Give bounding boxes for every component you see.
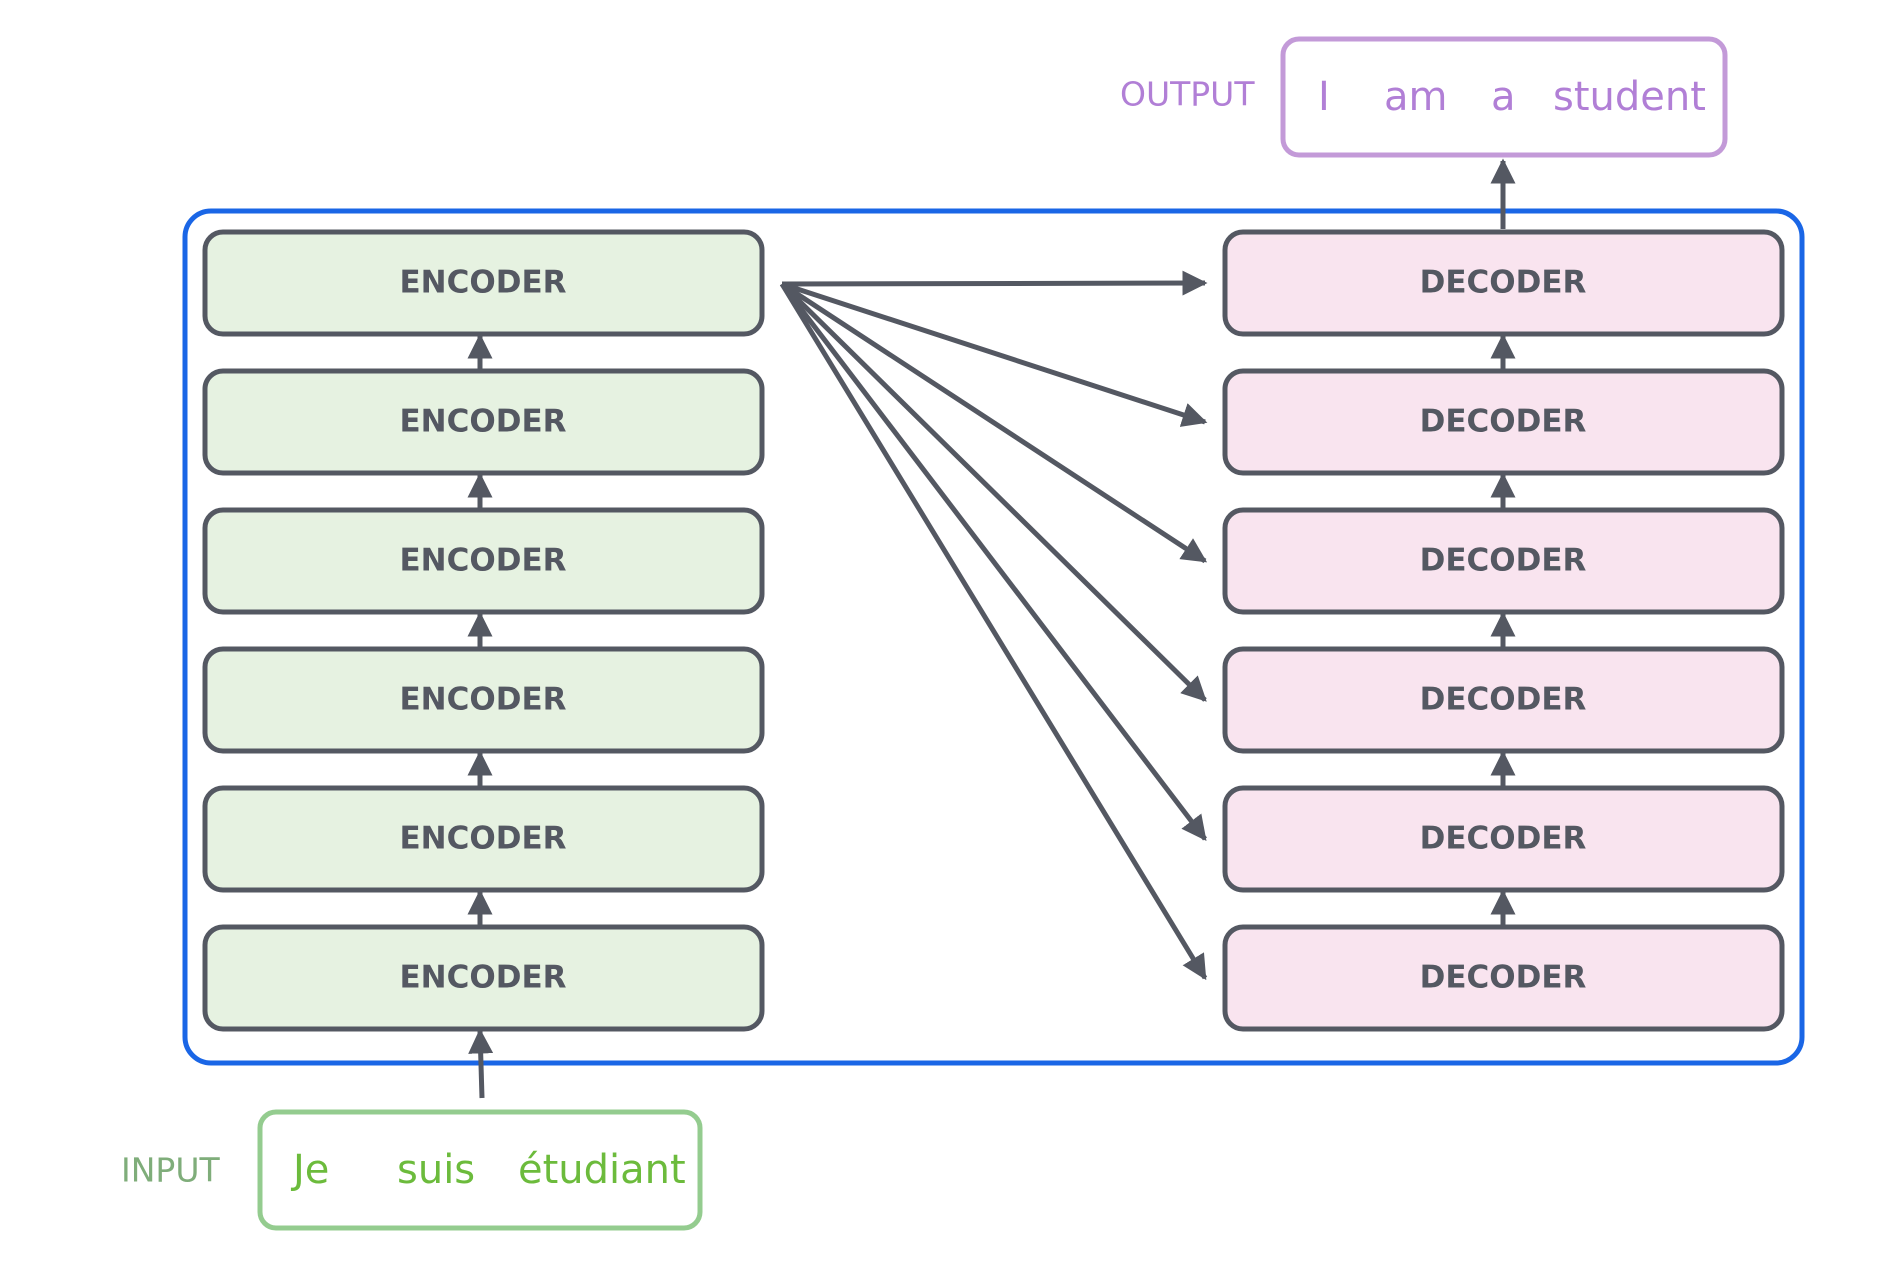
output-token: a (1491, 74, 1516, 120)
encoder-label: ENCODER (399, 543, 566, 579)
decoder-label: DECODER (1420, 543, 1587, 579)
output-token: I (1318, 74, 1330, 120)
decoder-block-4: DECODER (1222, 646, 1785, 754)
encoder-label: ENCODER (399, 960, 566, 996)
encoder-block-1: ENCODER (202, 229, 765, 337)
output-token: student (1553, 74, 1706, 120)
decoder-stack: DECODER DECODER DECODER DECODER DECODER … (1222, 229, 1785, 1032)
encoder-block-2: ENCODER (202, 368, 765, 476)
decoder-block-2: DECODER (1222, 368, 1785, 476)
output-label: OUTPUT (1120, 75, 1255, 114)
decoder-block-1: DECODER (1222, 229, 1785, 337)
decoder-box (1222, 785, 1785, 893)
input-box (257, 1109, 703, 1231)
encoder-box (202, 229, 765, 337)
decoder-label: DECODER (1420, 404, 1587, 440)
encoder-decoder-arrow (780, 281, 1208, 564)
decoder-box (1222, 924, 1785, 1032)
encoder-decoder-arrow (781, 270, 1208, 296)
input-token: étudiant (518, 1147, 686, 1193)
decoder-box (1222, 368, 1785, 476)
decoder-box (1222, 646, 1785, 754)
input-group: INPUT Je suis étudiant (121, 1109, 703, 1231)
encoder-box (202, 924, 765, 1032)
encoder-box (202, 368, 765, 476)
decoder-block-5: DECODER (1222, 785, 1785, 893)
encoder-box (202, 785, 765, 893)
encoder-decoder-arrow (781, 281, 1208, 427)
encoder-block-4: ENCODER (202, 646, 765, 754)
encoder-decoder-arrow (779, 282, 1208, 981)
encoder-block-5: ENCODER (202, 785, 765, 893)
encoder-decoder-arrow (780, 282, 1207, 702)
encoder-stack: ENCODER ENCODER ENCODER ENCODER ENCODER … (202, 229, 765, 1032)
decoder-box (1222, 229, 1785, 337)
encoder-label: ENCODER (399, 404, 566, 440)
input-label: INPUT (121, 1151, 220, 1190)
decoder-label: DECODER (1420, 821, 1587, 857)
encoder-label: ENCODER (399, 682, 566, 718)
encoder-box (202, 646, 765, 754)
decoder-box (1222, 507, 1785, 615)
output-token: am (1384, 74, 1447, 120)
decoder-block-6: DECODER (1222, 924, 1785, 1032)
decoder-label: DECODER (1420, 960, 1587, 996)
encoder-label: ENCODER (399, 265, 566, 301)
output-group: OUTPUT I am a student (1120, 36, 1728, 158)
encoder-block-6: ENCODER (202, 924, 765, 1032)
decoder-label: DECODER (1420, 265, 1587, 301)
encoder-decoder-arrow (780, 282, 1207, 841)
decoder-block-3: DECODER (1222, 507, 1785, 615)
model-container (182, 208, 1805, 1066)
decoder-label: DECODER (1420, 682, 1587, 718)
encoder-label: ENCODER (399, 821, 566, 857)
encoder-block-3: ENCODER (202, 507, 765, 615)
connection-arrows (467, 158, 1516, 1099)
output-box (1280, 36, 1728, 158)
encoder-box (202, 507, 765, 615)
input-arrow (468, 1028, 494, 1099)
input-token: Je (290, 1147, 329, 1193)
input-token: suis (397, 1147, 475, 1193)
